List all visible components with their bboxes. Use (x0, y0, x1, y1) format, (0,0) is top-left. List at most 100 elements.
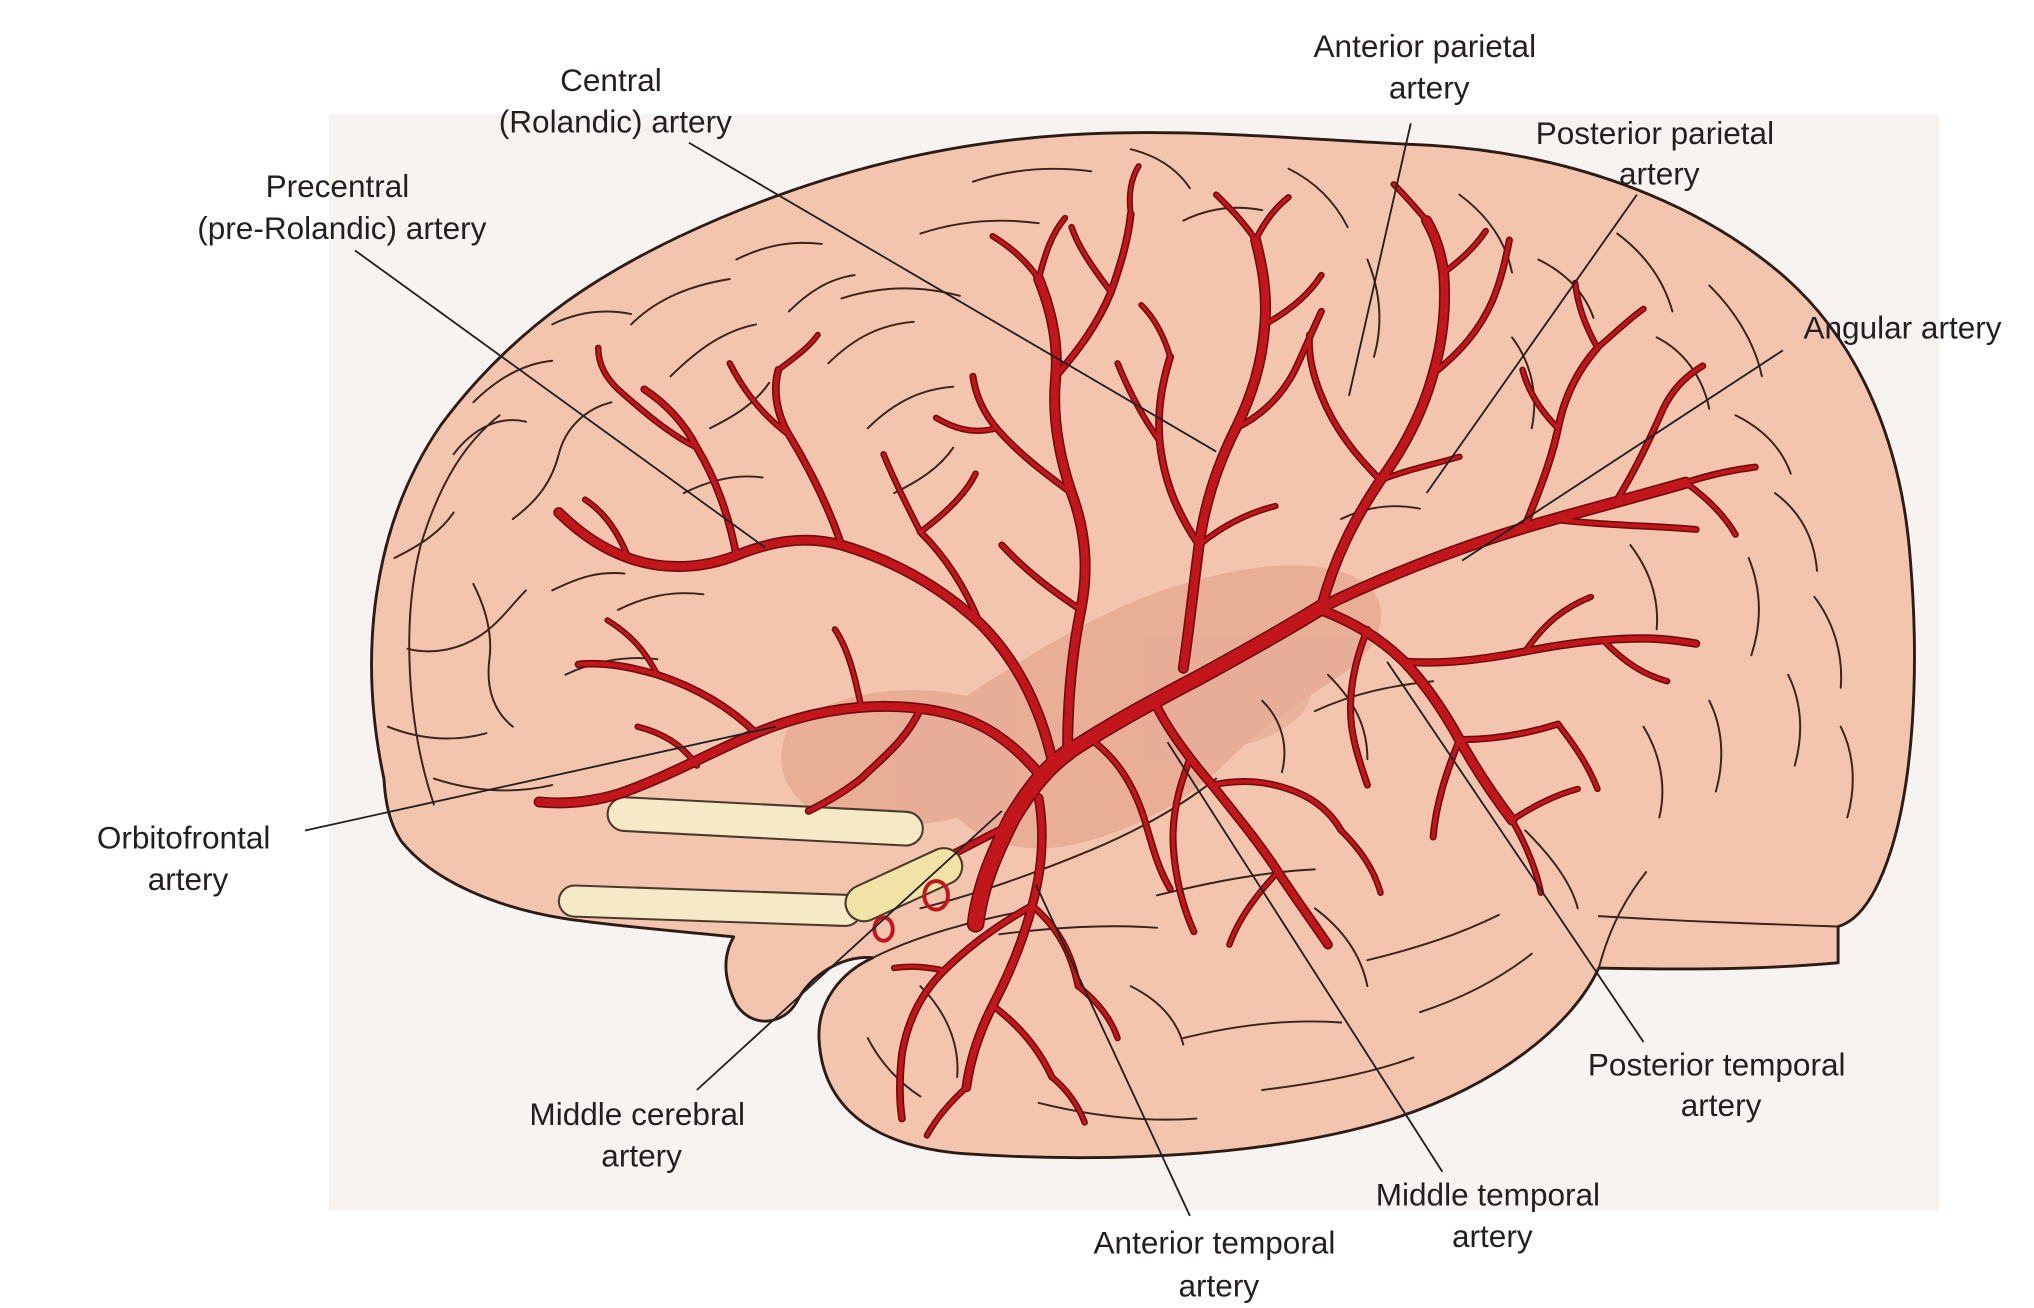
sulcus (1313, 907, 1369, 988)
artery-branch (1069, 225, 1113, 294)
artery-branch (1307, 332, 1383, 483)
sulcus (682, 475, 764, 495)
sulcus (1366, 258, 1381, 358)
artery-branch (1139, 303, 1172, 359)
sulcus (919, 219, 1040, 235)
orbitofrontal-label-line2: artery (148, 862, 229, 897)
artery-branch (1602, 639, 1669, 683)
artery-branch (1210, 779, 1344, 833)
sulcus (432, 777, 554, 792)
middle-cerebral-leader-line (696, 810, 1003, 1091)
sulcus (511, 401, 613, 521)
sulcus (472, 359, 554, 404)
artery-branch (1683, 481, 1738, 537)
sulci (386, 148, 1854, 1121)
sulcus (408, 414, 501, 806)
artery-branch (1316, 478, 1691, 612)
cut-vessel-upper (922, 879, 950, 912)
sulcus (1261, 699, 1286, 774)
sulcus (386, 725, 488, 740)
artery-branch (1457, 722, 1561, 742)
artery-branch (1317, 216, 1449, 612)
sulcus (971, 167, 1093, 183)
artery-branch (1197, 504, 1278, 547)
artery-branch (999, 543, 1083, 612)
artery-branch (596, 346, 699, 450)
sulcus (866, 1037, 922, 1098)
sulcus (998, 925, 1159, 936)
sulcus (1511, 336, 1536, 430)
angular-artery-label-line1: Angular artery (1803, 311, 2001, 346)
sulcus (1734, 414, 1792, 475)
posterior-temporal-label: Posterior temporal artery (1588, 1048, 1854, 1123)
sulcus (1629, 544, 1659, 631)
artery-branch (1339, 828, 1383, 895)
anterior-temporal-leader-line (1035, 884, 1191, 1217)
sulcus (1708, 699, 1723, 793)
artery-branch (1615, 363, 1705, 502)
anterior-parietal-label-line2: artery (1389, 71, 1470, 106)
artery-branch (990, 1003, 1054, 1079)
sulcus (866, 385, 955, 430)
artery-branch (773, 367, 844, 548)
artery-branch (1510, 787, 1580, 822)
sulcus (393, 511, 455, 559)
sulcus (1366, 913, 1500, 962)
sulcus (709, 381, 771, 430)
leader-lines (304, 123, 1784, 1217)
artery-fill-layer (535, 164, 1758, 1138)
posterior-parietal-leader-line (1425, 194, 1638, 494)
anterior-parietal-label-line1: Anterior parietal (1313, 29, 1536, 64)
central-artery-label-line1: Central (560, 63, 662, 98)
artery-branch (1523, 595, 1593, 654)
sulcus (1182, 206, 1264, 222)
sulcus (1458, 193, 1514, 274)
posterior-parietal-label-line1: Posterior parietal (1536, 116, 1774, 151)
sulcus (1287, 167, 1349, 229)
artery-branch (1179, 236, 1270, 673)
sulcus (827, 320, 915, 365)
sulcus (472, 582, 514, 728)
artery-branch (1431, 238, 1512, 376)
sulcus (1182, 1020, 1343, 1040)
orbitofrontal-leader-line (304, 725, 776, 832)
angular-artery-label: Angular artery (1803, 311, 2001, 346)
sulcus (669, 323, 757, 378)
artery-branch (1128, 164, 1141, 216)
artery-branch (1573, 281, 1600, 350)
sulcus (787, 274, 856, 313)
sulcus (551, 572, 626, 592)
orbitofrontal-label: Orbitofrontal artery (97, 821, 279, 897)
artery-branch (1061, 600, 1328, 760)
posterior-temporal-label-line2: artery (1681, 1088, 1762, 1123)
artery-branch (1037, 216, 1067, 281)
sulcus (1261, 1056, 1415, 1091)
artery-branch (991, 234, 1041, 281)
sulcus (1787, 673, 1802, 767)
artery-branch (1171, 757, 1196, 934)
sulcus (1524, 829, 1579, 910)
artery-branch (918, 472, 978, 534)
artery-branch (881, 452, 923, 534)
artery-branch (918, 530, 982, 625)
sulcus (1839, 725, 1854, 819)
central-artery-label: Central (Rolandic) artery (499, 63, 732, 139)
precentral-label: Precentral (pre-Rolandic) artery (197, 169, 486, 245)
sulcus (630, 278, 731, 326)
orbitofrontal-label-line1: Orbitofrontal (97, 821, 271, 856)
middle-temporal-label-line1: Middle temporal (1376, 1178, 1600, 1213)
middle-temporal-leader-line (1166, 741, 1444, 1173)
anterior-parietal-leader-line (1348, 123, 1412, 396)
posterior-temporal-leader-line (1386, 661, 1645, 1043)
artery-branch (1153, 703, 1332, 948)
artery-branch (968, 745, 1075, 932)
sulcus (1129, 148, 1191, 190)
artery-branch (583, 497, 631, 560)
middle-cerebral-label-line2: artery (601, 1139, 682, 1174)
sulcus (919, 777, 1218, 910)
artery-branch (1253, 195, 1291, 242)
central-artery-leader-line (688, 141, 1217, 453)
cut-vessel-lower (872, 915, 895, 943)
artery-branch (1089, 737, 1173, 891)
